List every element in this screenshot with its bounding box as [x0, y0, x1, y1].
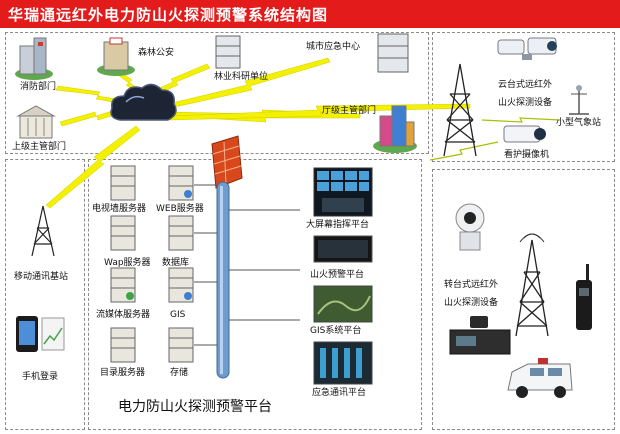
- gis-platform-label: GIS系统平台: [310, 326, 362, 336]
- server-label: GIS: [170, 310, 186, 320]
- center-platform-title: 电力防山火探测预警平台: [118, 399, 272, 415]
- smartphone-icon: [16, 316, 65, 352]
- bureau-dept-label: 厅级主管部门: [322, 106, 377, 116]
- base-station-label: 移动通讯基站: [14, 272, 69, 282]
- turret-detector-label-1: 转台式远红外: [444, 280, 499, 290]
- base-station-tower-icon: [31, 205, 55, 257]
- weather-station-icon: [569, 85, 589, 115]
- server-label: 存储: [170, 368, 189, 378]
- directory-server-icon: [110, 327, 136, 363]
- server-label: WEB服务器: [156, 204, 204, 214]
- fire-dept-label: 消防部门: [20, 82, 57, 92]
- server-label: Wap服务器: [104, 258, 151, 268]
- firewall-icon: [211, 135, 243, 189]
- server-label: 电视墙服务器: [92, 204, 147, 214]
- walkie-talkie-icon: [576, 264, 592, 330]
- emergency-comm-label: 应急通讯平台: [312, 388, 367, 398]
- pan-tilt-detector-label-2: 山火探测设备: [498, 98, 553, 108]
- streaming-server-icon: [110, 267, 136, 303]
- tv-wall-server-icon: [110, 165, 136, 201]
- fire-warning-label: 山火预警平台: [310, 270, 365, 280]
- forest-police-building-icon: [97, 37, 135, 76]
- guard-camera-label: 看护摄像机: [504, 150, 550, 160]
- bottom-devices-frame: [432, 169, 615, 430]
- gis-server-icon: [168, 267, 194, 303]
- turret-detector-icon: [455, 203, 485, 251]
- big-screen-label: 大屏幕指挥平台: [306, 220, 370, 230]
- guard-camera-icon: [503, 125, 546, 143]
- big-screen-display-icon: [313, 167, 373, 217]
- superior-dept-label: 上级主管部门: [12, 142, 67, 152]
- web-server-icon: [168, 165, 194, 201]
- fire-warning-monitor-icon: [313, 235, 373, 263]
- forest-police-label: 森林公安: [138, 48, 175, 58]
- city-emergency-label: 城市应急中心: [306, 42, 361, 52]
- link-camera: [429, 141, 499, 161]
- storage-server-icon: [168, 327, 194, 363]
- network-backbone-pipe: [216, 181, 230, 379]
- phone-login-label: 手机登录: [22, 372, 59, 382]
- server-label: 目录服务器: [100, 368, 146, 378]
- city-emergency-server-icon: [377, 33, 409, 73]
- database-server-icon: [168, 215, 194, 251]
- server-label: 数据库: [162, 258, 190, 268]
- top-devices-frame: [432, 32, 615, 162]
- title-bar: 华瑞通远红外电力防山火探测预警系统结构图: [0, 0, 620, 28]
- link-weather: [481, 117, 561, 123]
- wap-server-icon: [110, 215, 136, 251]
- superior-dept-building-icon: [16, 105, 56, 139]
- weather-station-label: 小型气象站: [556, 118, 602, 128]
- platform-frame: [88, 159, 422, 430]
- vehicle-radio-icon: [449, 316, 511, 355]
- mobile-frame: [5, 159, 85, 430]
- gis-map-icon: [313, 285, 373, 323]
- emergency-vehicle-icon: [507, 358, 573, 398]
- bureau-dept-building-icon: [373, 105, 417, 153]
- radio-tower-icon: [515, 233, 549, 337]
- pan-tilt-detector-label-1: 云台式远红外: [498, 80, 553, 90]
- diagram-title: 华瑞通远红外电力防山火探测预警系统结构图: [8, 6, 329, 24]
- fire-dept-building-icon: [15, 37, 53, 80]
- internet-cloud-icon: [110, 83, 177, 121]
- emergency-comm-rack-icon: [313, 341, 373, 385]
- link-mobile: [45, 125, 141, 209]
- forestry-research-label: 林业科研单位: [214, 72, 269, 82]
- server-label: 流媒体服务器: [96, 310, 151, 320]
- transmission-tower-icon: [443, 63, 477, 157]
- pan-tilt-camera-icon: [497, 37, 557, 60]
- forestry-research-server-icon: [215, 35, 241, 69]
- turret-detector-label-2: 山火探测设备: [444, 298, 499, 308]
